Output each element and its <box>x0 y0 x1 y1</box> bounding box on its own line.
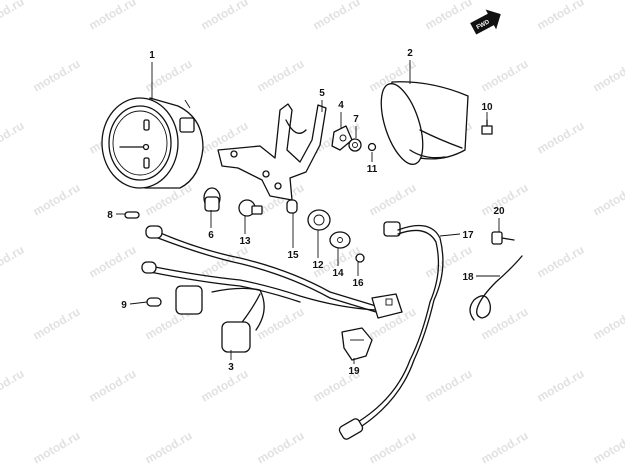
callout-15: 15 <box>287 250 299 261</box>
watermark-text: motod.ru <box>87 366 139 404</box>
watermark-text: motod.ru <box>0 118 27 156</box>
clamp-19 <box>341 327 373 361</box>
watermark-text: motod.ru <box>255 304 307 342</box>
watermark-text: motod.ru <box>31 180 83 218</box>
callout-1: 1 <box>149 50 155 61</box>
watermark-text: motod.ru <box>199 366 251 404</box>
damper-clip <box>331 125 353 151</box>
callout-5: 5 <box>319 88 325 99</box>
watermark-text: motod.ru <box>591 56 625 94</box>
bulb-13 <box>238 199 263 217</box>
watermark-text: motod.ru <box>591 180 625 218</box>
bulb-8 <box>124 211 140 219</box>
meter-assembly <box>101 97 204 189</box>
nut-16 <box>355 253 365 263</box>
callout-8: 8 <box>107 210 113 221</box>
watermark-text: motod.ru <box>535 242 587 280</box>
callout-14: 14 <box>332 268 344 279</box>
callout-labels: 1 2 3 4 5 6 7 8 9 10 11 12 13 14 15 16 1… <box>107 48 505 377</box>
watermark-text: motod.ru <box>423 0 475 33</box>
callout-9: 9 <box>121 300 127 311</box>
watermark-text: motod.ru <box>591 304 625 342</box>
callout-13: 13 <box>239 236 251 247</box>
bulb-15 <box>286 199 298 214</box>
watermark-text: motod.ru <box>535 0 587 33</box>
watermark-text: motod.ru <box>367 428 419 466</box>
watermark-text: motod.ru <box>87 0 139 33</box>
callout-20: 20 <box>493 206 505 217</box>
callout-16: 16 <box>352 278 364 289</box>
watermark-text: motod.ru <box>479 304 531 342</box>
callout-12: 12 <box>312 260 324 271</box>
watermark-text: motod.ru <box>423 366 475 404</box>
watermark-text: motod.ru <box>31 428 83 466</box>
callout-4: 4 <box>338 100 344 111</box>
watermark-text: motod.ru <box>199 242 251 280</box>
spring-18 <box>469 255 523 321</box>
callout-6: 6 <box>208 230 214 241</box>
watermark-text: motod.ru <box>199 0 251 33</box>
washer-7 <box>348 138 362 152</box>
nut-11 <box>367 142 377 152</box>
callout-10: 10 <box>481 102 493 113</box>
watermark-text: motod.ru <box>0 242 27 280</box>
screw-10 <box>481 119 493 135</box>
fwd-arrow-icon: FWD <box>470 9 501 35</box>
watermark-text: motod.ru <box>87 242 139 280</box>
watermark-text: motod.ru <box>367 180 419 218</box>
watermark-text: motod.ru <box>535 118 587 156</box>
meter-case <box>380 81 469 165</box>
watermark-text: motod.ru <box>479 56 531 94</box>
callout-3: 3 <box>228 362 234 373</box>
watermark-text: motod.ru <box>255 56 307 94</box>
watermark-text: motod.ru <box>255 428 307 466</box>
watermark-text: motod.ru <box>31 56 83 94</box>
callout-7: 7 <box>353 114 359 125</box>
callout-19: 19 <box>348 366 360 377</box>
watermark-text: motod.ru <box>0 366 27 404</box>
watermark-text: motod.ru <box>31 304 83 342</box>
watermark-text: motod.ru <box>479 428 531 466</box>
bolt-20 <box>491 231 515 245</box>
watermark-text: motod.ru <box>535 366 587 404</box>
watermark-text: motod.ru <box>0 0 27 33</box>
meter-cable <box>338 221 444 440</box>
washer-14 <box>329 231 351 249</box>
watermark-text: motod.ru <box>591 428 625 466</box>
bulb-socket-6 <box>203 187 221 212</box>
wiring-harness <box>141 225 403 353</box>
meter-bracket <box>217 103 327 201</box>
callout-18: 18 <box>462 272 474 283</box>
bulb-9 <box>146 297 162 307</box>
callout-17: 17 <box>462 230 474 241</box>
watermark-text: motod.ru <box>311 0 363 33</box>
leader-lines <box>116 60 500 364</box>
callout-11: 11 <box>367 164 378 175</box>
callout-2: 2 <box>407 48 413 59</box>
watermark-text: motod.ru <box>143 428 195 466</box>
watermark-text: motod.ru <box>143 56 195 94</box>
cushion-12 <box>307 209 331 231</box>
